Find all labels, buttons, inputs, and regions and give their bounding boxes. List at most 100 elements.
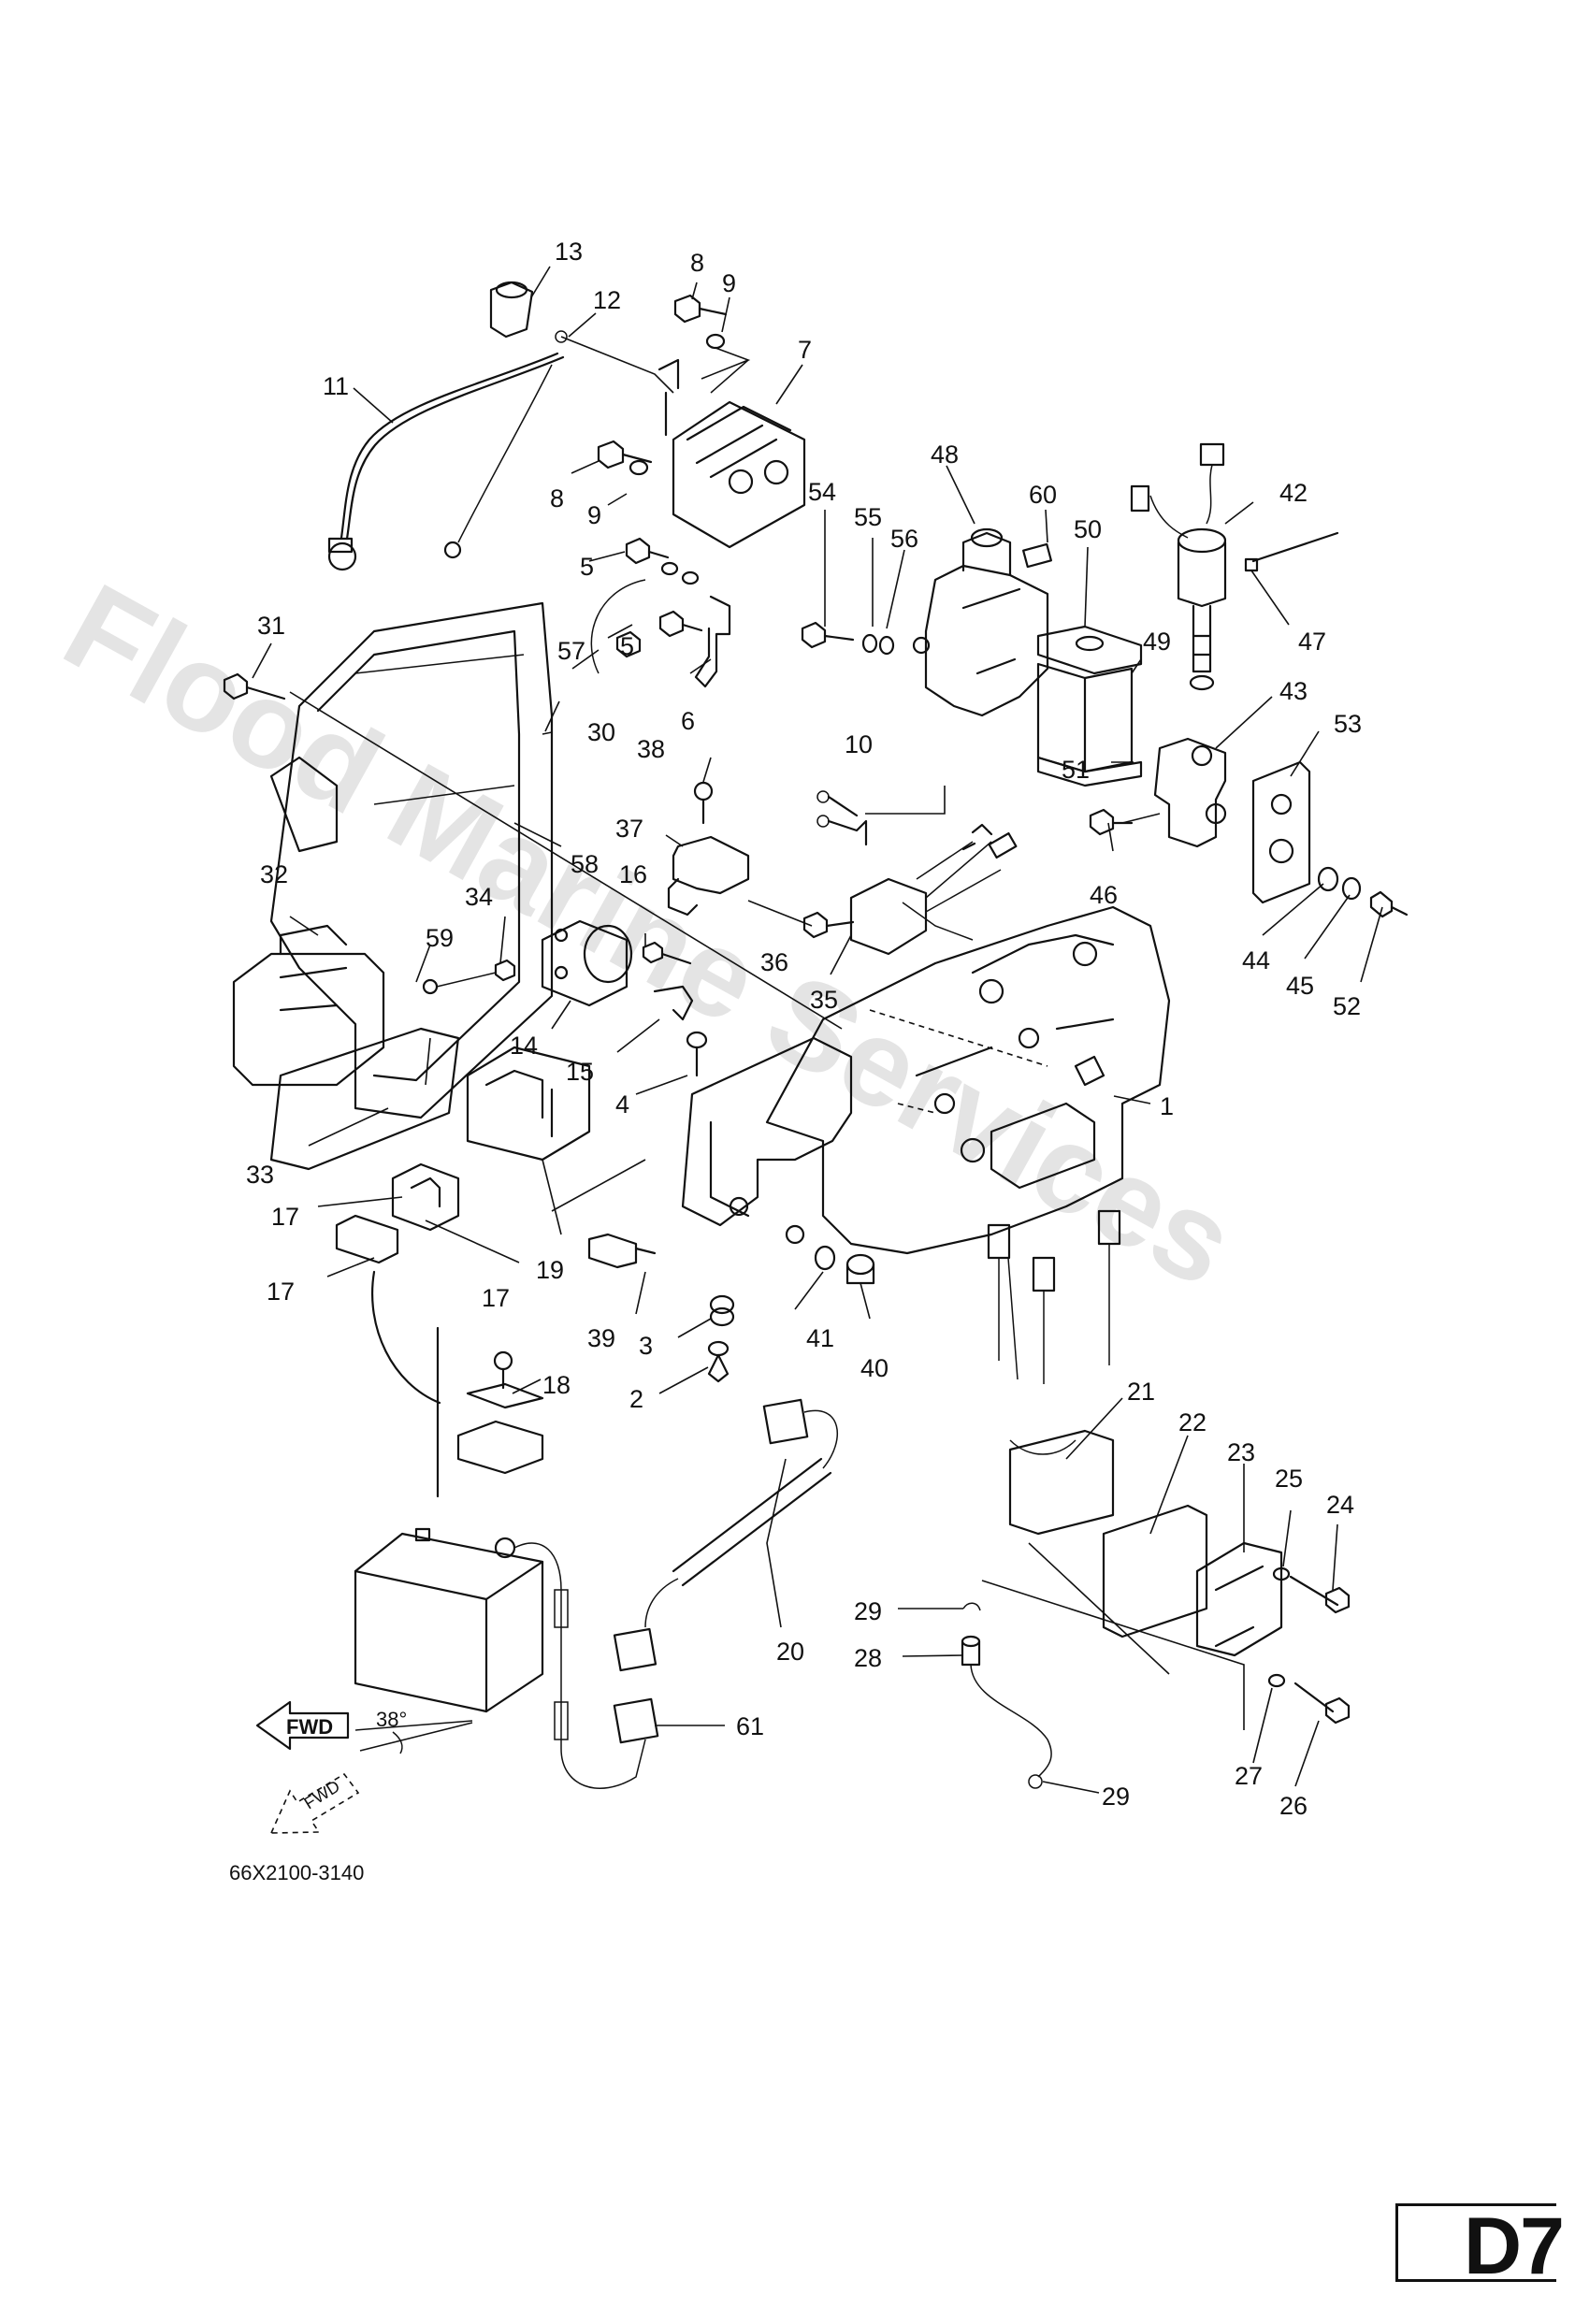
callout-56: 56	[890, 525, 918, 553]
callout-24: 24	[1326, 1491, 1354, 1519]
part-7-relay-box	[657, 358, 806, 549]
callout-6: 6	[681, 707, 695, 735]
part-8-bolt-lower	[597, 440, 653, 469]
part-19-fuse-box	[466, 1046, 591, 1162]
callout-54: 54	[808, 478, 836, 506]
callout-53: 53	[1334, 710, 1362, 738]
callout-48: 48	[931, 440, 959, 469]
battery-wire	[560, 1590, 646, 1789]
callout-26: 26	[1279, 1792, 1308, 1820]
callout-17: 17	[271, 1203, 299, 1231]
part-43-plug-bracket	[1121, 737, 1227, 848]
callout-35: 35	[810, 986, 838, 1014]
callout-8: 8	[690, 249, 704, 277]
part-46-bolt	[1089, 808, 1134, 836]
angle-label: 38°	[376, 1708, 407, 1731]
part-11-cable	[327, 352, 565, 571]
callout-12: 12	[593, 286, 621, 314]
part-9-washer-upper	[705, 333, 726, 350]
fwd-ghost-arrow: FWD	[269, 1772, 360, 1834]
callout-61: 61	[736, 1712, 764, 1740]
part-60-label	[1022, 542, 1052, 569]
callout-11: 11	[323, 372, 349, 400]
callout-29: 29	[1102, 1783, 1130, 1811]
part-1-main-bracket	[765, 905, 1171, 1255]
callout-labels: 13 8 9 12 7 11 8 9 5 5 6 57 31 30 38 10 …	[246, 238, 1362, 1820]
part-5-screw-b	[658, 570, 703, 638]
part-54-bolt	[801, 621, 855, 649]
part-45-washer	[1341, 876, 1362, 901]
callout-37: 37	[615, 815, 643, 843]
leader-lines	[252, 266, 1383, 1794]
part-58-rod	[289, 691, 843, 1030]
part-33-gasket	[269, 1027, 460, 1171]
part-42-ignition-coil	[1130, 442, 1227, 691]
cable-bracket	[371, 1270, 441, 1405]
part-9-washer-lower	[629, 459, 649, 476]
part-8-bolt-upper	[673, 294, 728, 324]
part-20-battery-cable	[613, 1398, 838, 1672]
callout-44: 44	[1242, 946, 1270, 974]
callout-22: 22	[1178, 1408, 1207, 1436]
part-48-coil-cover	[912, 527, 1049, 717]
fwd-ghost-label: FWD	[301, 1777, 343, 1813]
part-56-washer	[878, 635, 895, 656]
part-41-washer	[814, 1245, 836, 1271]
callout-17: 17	[267, 1277, 295, 1306]
callout-18: 18	[542, 1371, 571, 1399]
part-29-cable-tie-a	[962, 1602, 981, 1611]
part-18-clip	[456, 1350, 544, 1475]
part-17-fuse-holder-b	[335, 1214, 399, 1264]
part-28-sleeve	[961, 1635, 1052, 1778]
part-37-sensor	[667, 835, 750, 917]
callout-51: 51	[1062, 756, 1090, 784]
callout-5: 5	[620, 632, 634, 660]
part-5-screw-a	[625, 537, 679, 576]
part-15-bracket	[653, 985, 694, 1021]
drawing-code: 66X2100-3140	[229, 1861, 364, 1884]
callout-60: 60	[1029, 481, 1057, 509]
callout-33: 33	[246, 1161, 274, 1189]
callout-3: 3	[639, 1332, 653, 1360]
callout-55: 55	[854, 503, 882, 531]
callout-58: 58	[571, 850, 599, 878]
part-61-fuse	[613, 1697, 659, 1744]
part-17-fuse-holder-a	[391, 1162, 460, 1232]
part-24-bolt	[1289, 1575, 1351, 1614]
part-16-bolt	[642, 941, 692, 965]
callout-15: 15	[566, 1058, 594, 1086]
part-47-cable-tie	[1244, 531, 1339, 572]
part-32-cover	[232, 924, 385, 1087]
part-36-bolt	[802, 911, 855, 939]
part-10-clip	[816, 790, 868, 846]
callout-10: 10	[845, 730, 873, 758]
callout-45: 45	[1286, 972, 1314, 1000]
part-23-rectifier	[1195, 1541, 1283, 1657]
fwd-arrow-label: FWD	[286, 1715, 333, 1739]
part-55-washer	[861, 633, 878, 654]
callout-57: 57	[557, 637, 585, 665]
callout-32: 32	[260, 860, 288, 888]
callout-9: 9	[722, 269, 736, 297]
callout-50: 50	[1074, 515, 1102, 543]
fwd-arrow: FWD	[255, 1700, 350, 1751]
callout-8: 8	[550, 484, 564, 512]
part-21-wiring-harness	[987, 1209, 1121, 1536]
part-44-o-ring	[1317, 866, 1339, 892]
callout-2: 2	[629, 1385, 643, 1413]
part-4-screw	[686, 1031, 708, 1077]
part-14-starter-relay	[541, 919, 633, 1007]
part-30-electrical-box	[269, 601, 554, 1119]
callout-7: 7	[798, 336, 812, 364]
part-29-cable-tie-b	[1028, 1774, 1043, 1789]
callout-39: 39	[587, 1324, 615, 1352]
callout-42: 42	[1279, 479, 1308, 507]
part-22-gasket	[1102, 1504, 1208, 1638]
callout-47: 47	[1298, 628, 1326, 656]
part-52-plug	[1369, 890, 1409, 918]
part-53-cover-plate	[1251, 760, 1311, 904]
callout-16: 16	[619, 860, 647, 888]
callout-20: 20	[776, 1638, 804, 1666]
callout-25: 25	[1275, 1465, 1303, 1493]
